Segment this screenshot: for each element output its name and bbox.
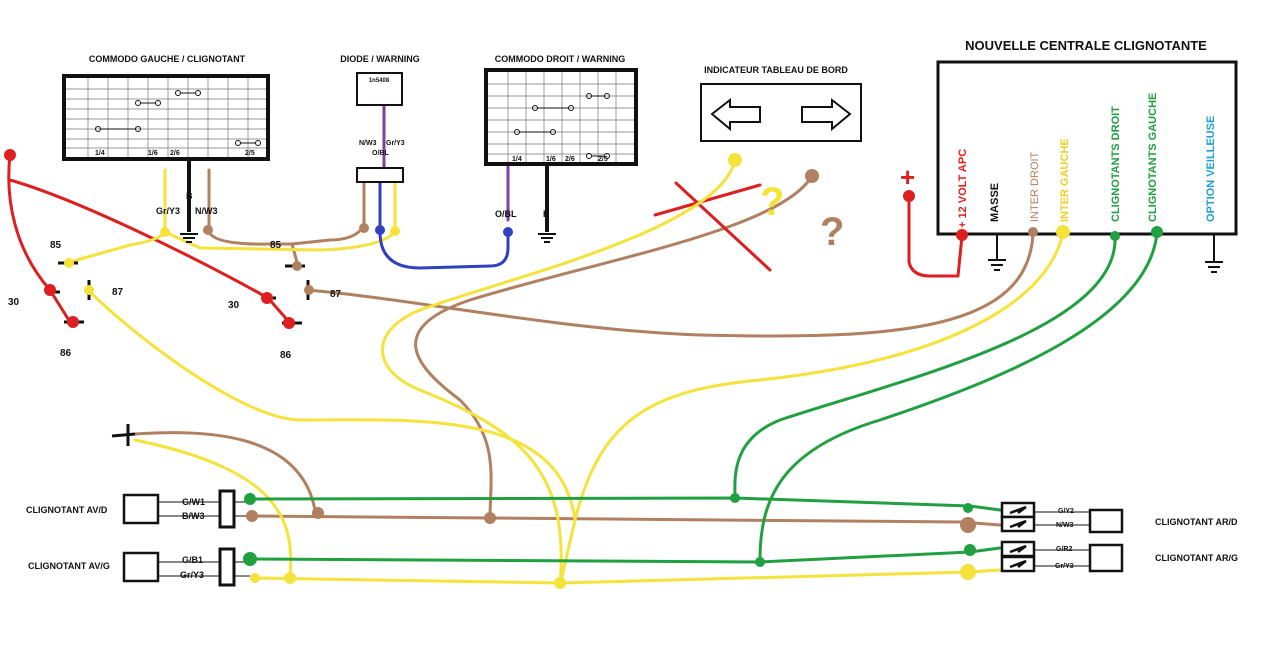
cd-label-2: 1/6	[546, 156, 556, 163]
commodo-gauche-grid	[66, 78, 266, 157]
wire-ar-d-2: N/W3	[1056, 522, 1074, 529]
lamp-ar-d	[1088, 508, 1124, 534]
green-wire-front-d	[248, 496, 1002, 512]
terminal-inter-droit: INTER DROIT	[1029, 151, 1041, 222]
ground-icons-centrale	[988, 234, 1223, 273]
wire-label-b2: B	[543, 209, 550, 219]
terminal-veilleuse: OPTION VEILLEUSE	[1205, 116, 1217, 222]
yellow-wire-gry3	[68, 168, 167, 264]
indicateur-title: INDICATEUR TABLEAU DE BORD	[704, 65, 848, 75]
cg-label-3: 2/6	[170, 150, 180, 157]
wire-ar-g-2: Gr/Y3	[1055, 563, 1074, 570]
centrale-title: NOUVELLE CENTRALE CLIGNOTANTE	[965, 38, 1207, 53]
green-wire-droit	[733, 234, 1117, 500]
red-wire-main	[7, 153, 292, 325]
cg-label-1: 1/4	[95, 150, 105, 157]
commodo-gauche-title: COMMODO GAUCHE / CLIGNOTANT	[89, 54, 246, 64]
relay-left-86: 86	[60, 348, 72, 359]
arrow-left-icon	[710, 97, 761, 132]
ground-icon	[180, 233, 198, 243]
wire-ar-d-1: G/Y2	[1058, 508, 1074, 515]
brown-wire-nw3	[207, 168, 300, 268]
brown-wire-rear	[248, 514, 1002, 527]
cd-label-4: 2/5	[598, 156, 608, 163]
wire-label-b: B	[186, 191, 193, 201]
wire-av-g-2: Gr/Y3	[180, 570, 204, 580]
question-mark-yellow: ?	[760, 180, 784, 224]
lamp-ar-g	[1088, 543, 1124, 573]
brown-wire-indicator	[414, 174, 814, 520]
terminal-apc: + 12 VOLT APC	[957, 149, 969, 228]
yellow-wire-inter-gauche	[573, 230, 1065, 522]
red-cross-wire	[653, 181, 772, 272]
relay-right-30: 30	[228, 300, 240, 311]
rear-lights: G/Y2 N/W3 CLIGNOTANT AR/D G/R2 Gr/Y3 CLI…	[1000, 501, 1238, 573]
centrale-clignotante: NOUVELLE CENTRALE CLIGNOTANTE + 12 VOLT …	[900, 38, 1238, 273]
label-av-d: CLIGNOTANT AV/D	[26, 505, 108, 515]
commodo-droit-title: COMMODO DROIT / WARNING	[495, 54, 626, 64]
red-wire-apc	[907, 194, 964, 278]
junction-dots	[4, 149, 1163, 589]
arrow-right-icon	[801, 97, 852, 132]
yellow-wire-indicator	[381, 158, 737, 587]
brown-wire-diode	[290, 168, 366, 246]
indicateur-tableau: INDICATEUR TABLEAU DE BORD ? ?	[700, 65, 862, 254]
wire-av-d-2: B/W3	[182, 511, 205, 521]
diode-out: O/BL	[372, 150, 389, 157]
commodo-gauche: COMMODO GAUCHE / CLIGNOTANT 1/4 1/6 2/6 …	[62, 54, 270, 243]
diode-connector	[356, 167, 404, 183]
terminal-masse: MASSE	[989, 183, 1001, 222]
blue-wire-obl	[378, 168, 510, 270]
relay-left-30: 30	[8, 297, 20, 308]
lamp-av-d	[122, 493, 160, 525]
diode-part: 1n5408	[369, 78, 390, 84]
plus-sign: +	[900, 162, 915, 192]
wire-label-nw3: N/W3	[195, 206, 218, 216]
relay-left-85: 85	[50, 240, 62, 251]
terminal-clign-droit: CLIGNOTANTS DROIT	[1110, 106, 1122, 222]
diode-title: DIODE / WARNING	[340, 54, 420, 64]
wire-label-obl: O/BL	[495, 209, 517, 219]
relay-right: 85 87 30 86	[228, 240, 342, 361]
label-ar-d: CLIGNOTANT AR/D	[1155, 517, 1238, 527]
question-mark-brown: ?	[820, 210, 844, 254]
cg-label-2: 1/6	[148, 150, 158, 157]
yellow-wire-87	[88, 290, 577, 587]
terminal-clign-gauche: CLIGNOTANTS GAUCHE	[1147, 93, 1159, 222]
lamp-av-g	[122, 551, 160, 583]
brown-wire-front	[133, 431, 317, 512]
diode-warning: DIODE / WARNING 1n5408 N/W3 Gr/Y3 O/BL	[340, 54, 420, 183]
relay-right-87: 87	[330, 289, 342, 300]
terminal-inter-gauche: INTER GAUCHE	[1059, 138, 1071, 222]
wire-ar-g-1: G/R2	[1056, 546, 1072, 553]
relay-right-86: 86	[280, 350, 292, 361]
cg-label-4: 2/5	[245, 150, 255, 157]
connector-av-d	[218, 489, 236, 529]
label-av-g: CLIGNOTANT AV/G	[28, 561, 110, 571]
relay-right-85: 85	[270, 240, 282, 251]
wire-label-gr-y3: Gr/Y3	[156, 206, 180, 216]
brown-wire-inter-droit	[306, 230, 1035, 338]
relay-left-87: 87	[112, 287, 124, 298]
relay-left: 85 87 30 86	[8, 240, 124, 359]
wire-av-g-1: G/B1	[182, 555, 203, 565]
diode-pin-1: N/W3	[359, 140, 377, 147]
cd-label-3: 2/6	[565, 156, 575, 163]
commodo-droit: COMMODO DROIT / WARNING 1/4 1/6 2/6 2/5 …	[484, 54, 638, 243]
label-ar-g: CLIGNOTANT AR/G	[1155, 553, 1238, 563]
cd-label-1: 1/4	[512, 156, 522, 163]
front-lights: CLIGNOTANT AV/D G/W1 B/W3 CLIGNOTANT AV/…	[26, 424, 250, 587]
wire-av-d-1: G/W1	[182, 497, 205, 507]
connector-av-g	[218, 547, 236, 587]
ground-icon-2	[538, 233, 556, 243]
diode-pin-2: Gr/Y3	[386, 140, 405, 147]
green-wire-front-g	[248, 546, 1002, 564]
